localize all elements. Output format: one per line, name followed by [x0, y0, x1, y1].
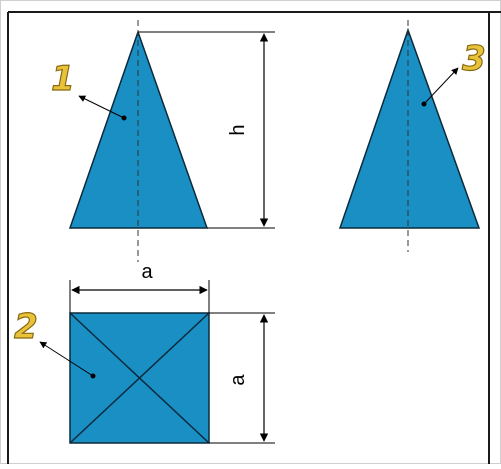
- callout-number-3: 3: [462, 39, 486, 79]
- width-label-side: a: [227, 374, 249, 386]
- width-label-top: a: [141, 261, 153, 283]
- height-label: h: [227, 124, 249, 135]
- callout-number-1: 1: [51, 59, 75, 99]
- callout-number-2: 2: [14, 307, 38, 347]
